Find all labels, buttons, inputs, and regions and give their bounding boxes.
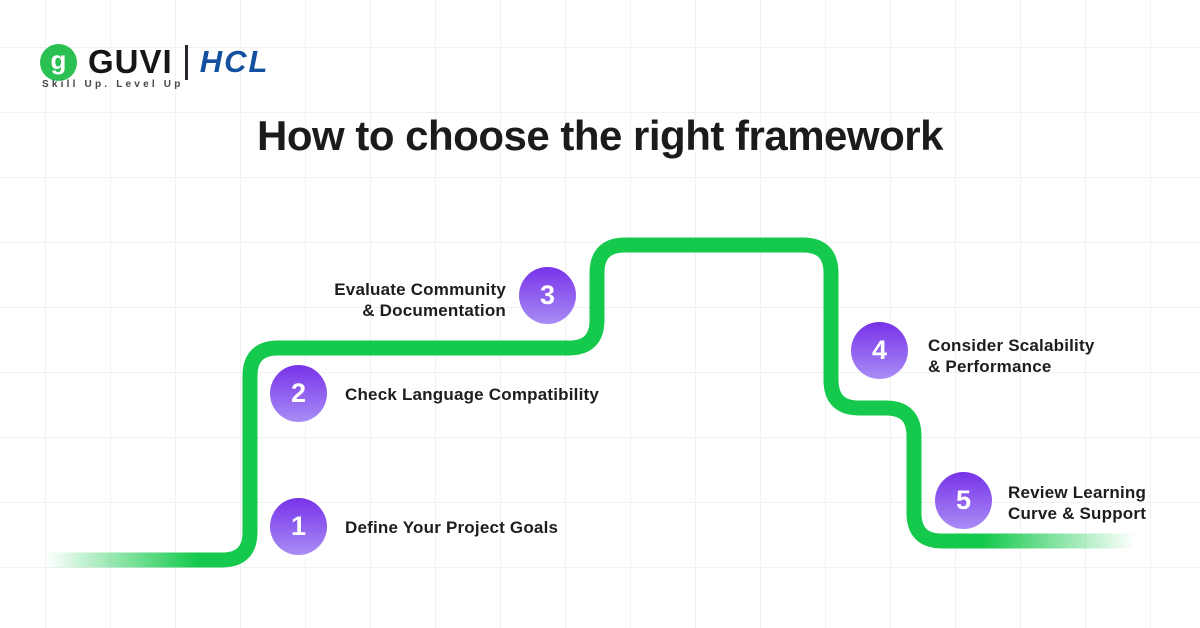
step-number-5: 5 xyxy=(955,485,972,515)
hcl-wordmark: HCL xyxy=(199,44,270,79)
step-path-line xyxy=(37,237,1143,568)
page-title: How to choose the right framework xyxy=(257,112,943,159)
guvi-logo-icon: g xyxy=(40,43,77,81)
brand-logo: g GUVI HCL xyxy=(40,43,269,81)
step-node-2: 2 xyxy=(270,365,327,422)
step-node-5: 5 xyxy=(935,472,992,529)
step-label-3: Evaluate Community & Documentation xyxy=(334,280,506,320)
step-label-1: Define Your Project Goals xyxy=(345,518,559,537)
guvi-wordmark: GUVI xyxy=(88,43,173,80)
step-number-4: 4 xyxy=(871,335,888,365)
step-node-3: 3 xyxy=(519,267,576,324)
brand-tagline: Skill Up. Level Up xyxy=(42,79,184,90)
step-number-2: 2 xyxy=(290,378,307,408)
step-node-4: 4 xyxy=(851,322,908,379)
step-node-1: 1 xyxy=(270,498,327,555)
step-number-3: 3 xyxy=(539,280,556,310)
step-number-1: 1 xyxy=(290,511,307,541)
step-label-5: Review Learning Curve & Support xyxy=(1008,483,1147,523)
step-label-4: Consider Scalability & Performance xyxy=(928,336,1095,376)
logo-divider xyxy=(184,44,188,80)
guvi-logo-glyph: g xyxy=(50,45,67,75)
step-label-2: Check Language Compatibility xyxy=(345,385,600,404)
